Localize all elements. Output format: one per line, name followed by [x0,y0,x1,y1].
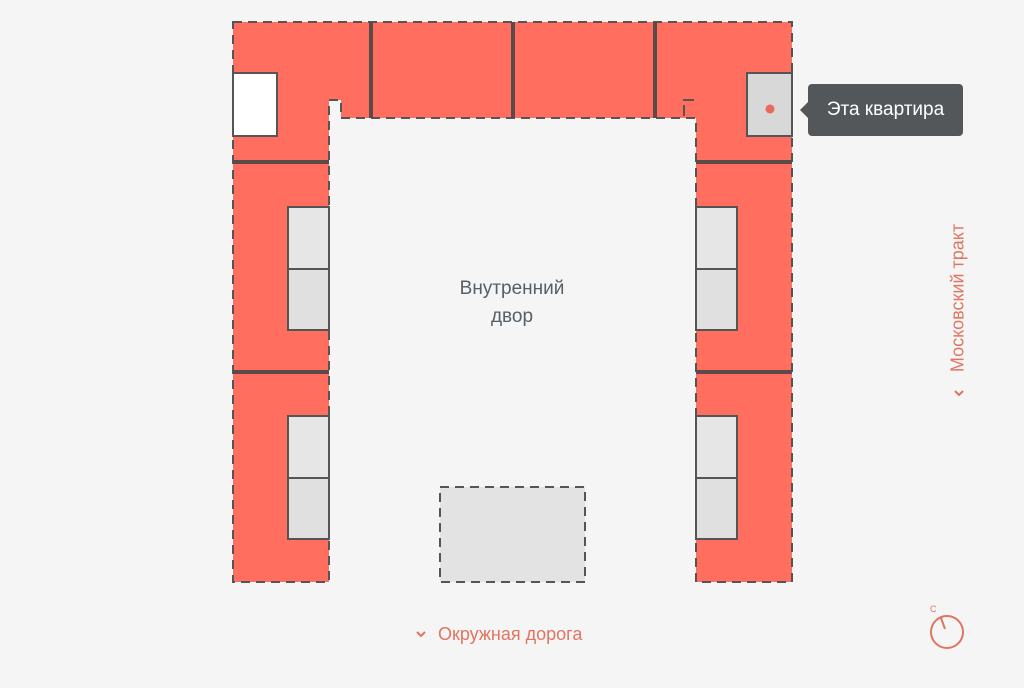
compass-north-label: С [930,604,937,614]
compass-icon [930,615,964,649]
stairwell [695,477,738,540]
courtyard-label-line1: Внутренний [459,278,565,299]
chevron-down-icon [954,390,964,397]
selected-marker-icon [765,104,775,114]
stairwell [287,268,330,331]
stairwell [695,415,738,479]
courtyard-label-line2: двор [490,306,534,327]
tooltip-text: Эта квартира [826,99,945,120]
stairwell [232,72,278,137]
stairwell [287,206,330,270]
this-apartment-tooltip: Эта квартира [800,84,963,136]
stairwell [287,415,330,479]
stairwell [287,477,330,540]
street-bottom: Окружная дорога [438,624,583,644]
street-right: Московский тракт [947,223,968,373]
courtyard-structure [439,486,586,583]
stairwell [695,206,738,270]
apartment-unit[interactable] [513,22,655,118]
apartment-unit[interactable] [371,22,513,118]
courtyard-label: Внутренний двор [412,275,612,331]
chevron-down-icon [416,631,426,638]
stairwell [695,268,738,331]
selected-apartment[interactable] [746,72,793,137]
